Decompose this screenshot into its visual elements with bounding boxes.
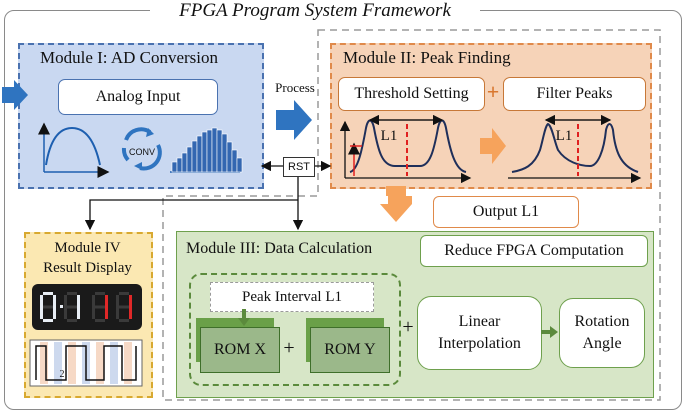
- display-segment: [40, 307, 43, 319]
- peak-transfer-arrow-icon: [480, 128, 506, 164]
- display-segment: [119, 292, 129, 295]
- display-segment: [77, 307, 80, 319]
- display-segment: [116, 295, 119, 307]
- plus-sign-peak: +: [486, 79, 500, 104]
- peak-signal-icon: [339, 114, 472, 184]
- display-segment: [105, 307, 108, 319]
- histogram-bar: [211, 127, 218, 173]
- module2-box: [330, 43, 652, 189]
- display-segment: [67, 292, 77, 295]
- display-segment: [92, 295, 95, 307]
- peak-interval-arrow-icon: [238, 309, 250, 326]
- display-segment: [43, 319, 53, 322]
- histogram-bar: [226, 141, 233, 173]
- display-segment: [67, 305, 77, 309]
- histogram-icon: [170, 127, 243, 173]
- histogram-bar: [216, 129, 223, 173]
- module4-title: Module IV: [54, 239, 121, 256]
- output-arrow-icon: [380, 196, 412, 222]
- histogram-bar: [196, 135, 203, 173]
- pulse-digit-label: 2: [59, 368, 65, 380]
- pulse-stripe: [54, 342, 62, 384]
- display-segment: [92, 307, 95, 319]
- histogram-bar: [231, 149, 238, 173]
- module3-title: Module III: Data Calculation: [186, 240, 373, 257]
- process-arrow-icon: [276, 100, 312, 140]
- filter-peaks-box: Filter Peaks: [503, 77, 646, 111]
- pulse-wave-icon: [29, 339, 143, 387]
- l1-right-label: L1: [555, 127, 573, 144]
- process-label: Process: [275, 80, 315, 95]
- rst-box: RST: [283, 157, 315, 177]
- display-segment: [129, 307, 132, 319]
- histogram-bar: [236, 157, 243, 173]
- display-segment: [53, 307, 56, 319]
- histogram-bar: [176, 157, 183, 173]
- interpolation-label: Interpolation: [438, 335, 521, 352]
- histogram-bar: [191, 140, 198, 173]
- plus-sign-rom: +: [283, 336, 295, 359]
- display-segment: [77, 295, 80, 307]
- display-dot: [60, 305, 63, 308]
- rotation-label: Rotation: [574, 313, 630, 330]
- framework-title: FPGA Program System Framework: [150, 0, 480, 22]
- rom-x-box: ROM X: [200, 327, 280, 373]
- filtered-peak-icon: [508, 114, 642, 184]
- reduce-computation-box: Reduce FPGA Computation: [420, 235, 648, 267]
- left-input-arrow-icon: [2, 80, 28, 110]
- sine-wave-icon: [38, 122, 110, 178]
- module2-title: Module II: Peak Finding: [343, 48, 511, 67]
- display-segment: [67, 319, 77, 322]
- rom-y-box: ROM Y: [310, 327, 390, 373]
- display-segment: [40, 295, 43, 307]
- display-segment: [129, 295, 132, 307]
- rst-connector-to-display: [84, 199, 298, 231]
- pulse-stripe: [68, 342, 76, 384]
- conv-cycle-icon: [121, 127, 162, 171]
- conv-label: CONV: [128, 147, 155, 157]
- rom-group: [189, 273, 401, 386]
- display-segment: [53, 295, 56, 307]
- histogram-bar: [206, 129, 213, 173]
- module4-subtitle: Result Display: [43, 259, 132, 276]
- display-segment: [119, 319, 129, 322]
- linear-to-rotation-arrow-icon: [541, 326, 558, 338]
- histogram-bar: [186, 146, 193, 173]
- output-l1-box: Output L1: [433, 196, 579, 228]
- gray-dashed-region: [162, 29, 661, 401]
- angle-label: Angle: [582, 335, 622, 352]
- l1-left-label: L1: [380, 127, 398, 144]
- output-arrow-shaft: [386, 186, 406, 196]
- linear-interpolation-box: Linear Interpolation: [417, 296, 542, 370]
- pulse-stripe: [124, 342, 132, 384]
- histogram-bar: [201, 131, 208, 173]
- display-segment: [43, 292, 53, 295]
- display-segment: [116, 307, 119, 319]
- seven-segment-display-icon: [32, 284, 142, 330]
- pulse-stripe: [40, 342, 48, 384]
- display-segment: [95, 292, 105, 295]
- threshold-setting-box: Threshold Setting: [338, 77, 485, 111]
- histogram-bar: [221, 133, 228, 173]
- display-segment: [64, 295, 67, 307]
- pulse-stripe: [110, 342, 118, 384]
- display-segment: [119, 305, 129, 309]
- histogram-bar: [171, 161, 178, 173]
- analog-input-box: Analog Input: [58, 79, 218, 115]
- peak-interval-box: Peak Interval L1: [210, 282, 374, 312]
- histogram-bar: [181, 152, 188, 173]
- display-segment: [43, 305, 53, 309]
- pulse-stripe: [96, 342, 104, 384]
- rotation-angle-box: Rotation Angle: [559, 298, 645, 368]
- display-segment: [95, 305, 105, 309]
- module1-title: Module I: AD Conversion: [40, 48, 219, 67]
- plus-sign-linear: +: [402, 315, 414, 338]
- display-segment: [64, 307, 67, 319]
- display-segment: [95, 319, 105, 322]
- linear-label: Linear: [458, 313, 501, 330]
- display-segment: [105, 295, 108, 307]
